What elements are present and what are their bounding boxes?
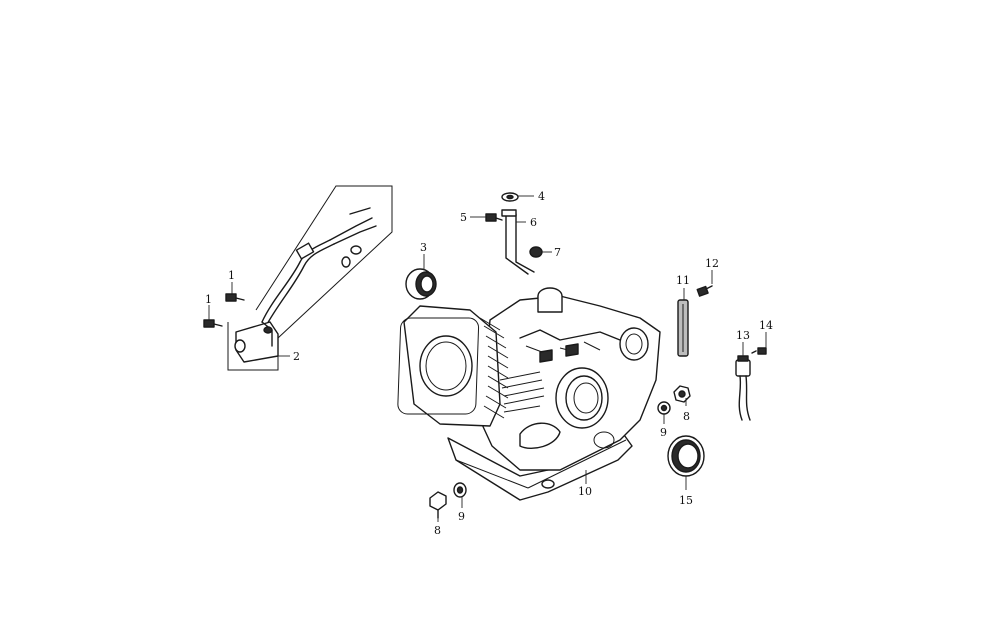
- label-part-14: 14: [759, 319, 773, 332]
- label-part-9-right: 9: [660, 426, 667, 439]
- oil-seal-part-15: [667, 435, 705, 477]
- bolt-part-8-right: [673, 385, 691, 403]
- label-part-12: 12: [705, 257, 719, 270]
- bolt-part-5: [485, 213, 503, 222]
- dipstick-part-11: [677, 299, 689, 357]
- part-labels: 1 1 2 3 4 5 6 7 8 8 9 9 10 11 12 13 14 1…: [205, 190, 773, 537]
- label-part-13: 13: [736, 329, 750, 342]
- label-part-15: 15: [679, 494, 693, 507]
- label-part-1-lower: 1: [205, 293, 212, 306]
- label-part-11: 11: [676, 274, 690, 287]
- label-part-5: 5: [460, 211, 467, 224]
- label-part-8-right: 8: [683, 410, 690, 423]
- label-part-7: 7: [554, 246, 561, 259]
- bolt-part-1-lower: [203, 319, 223, 328]
- sensor-part-13: [735, 355, 751, 421]
- label-part-10: 10: [578, 485, 592, 498]
- cap-part-7: [529, 246, 543, 258]
- label-part-9-bottom: 9: [458, 510, 465, 523]
- washer-part-9-right: [657, 401, 671, 415]
- label-part-3: 3: [420, 241, 427, 254]
- leader-lines: [208, 195, 767, 522]
- bolt-part-14: [751, 347, 767, 355]
- label-part-2: 2: [293, 350, 300, 363]
- bolt-part-8-bottom: [429, 491, 447, 519]
- label-part-1-upper: 1: [228, 269, 235, 282]
- tube-part-6: [501, 209, 535, 275]
- crankcase-part-10: [397, 287, 661, 501]
- washer-part-9-bottom: [453, 482, 467, 498]
- label-part-8-bottom: 8: [434, 524, 441, 537]
- bolt-part-12: [696, 285, 713, 297]
- bearing-part-3: [405, 268, 437, 300]
- label-part-6: 6: [530, 216, 537, 229]
- label-part-4: 4: [538, 190, 545, 203]
- bolt-part-1-upper: [225, 293, 245, 302]
- oil-alert-switch-assembly: [227, 185, 393, 371]
- washer-part-4: [501, 192, 519, 202]
